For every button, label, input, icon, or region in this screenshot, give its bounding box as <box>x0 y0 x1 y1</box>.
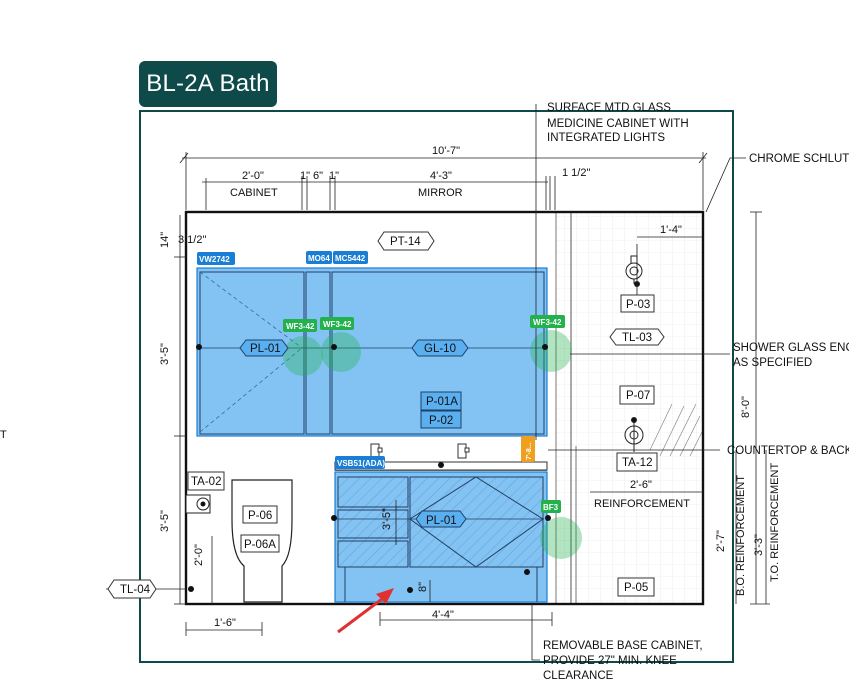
dim-left-lower: 3'-5" <box>159 510 171 532</box>
tag-wf342-c: WF3-42 <box>533 318 562 327</box>
dim-3-half: 3 1/2" <box>178 234 206 246</box>
tag-pt14-shape <box>377 231 435 251</box>
tag-p05: P-05 <box>624 582 648 594</box>
dim-d1-6: 1'-6" <box>214 617 236 629</box>
dim-d3-3: 3'-3" <box>753 534 765 556</box>
tag-wf342-a: WF3-42 <box>286 322 315 331</box>
tag-gl10: GL-10 <box>424 343 456 355</box>
tag-tl03: TL-03 <box>622 332 652 344</box>
tag-p03: P-03 <box>626 299 650 311</box>
label-to-reinforcement: T.O. REINFORCEMENT <box>769 463 781 582</box>
tag-p07: P-07 <box>626 390 650 402</box>
margin-mark: T <box>0 429 7 441</box>
faucet-right <box>457 443 470 459</box>
dim-left-upper: 3'-5" <box>159 343 171 365</box>
dim-d8-0: 8'-0" <box>740 396 752 418</box>
dim-d1-4: 1'-4" <box>660 224 682 236</box>
dim-d2-6: 2'-6" <box>630 479 652 491</box>
tag-p06: P-06 <box>248 510 272 522</box>
dim-1in: 1" <box>300 170 310 182</box>
red-arrow <box>337 588 394 634</box>
shower-glass-hatch <box>649 403 703 457</box>
shower-valve <box>624 417 644 452</box>
callout-base-1: REMOVABLE BASE CABINET, <box>543 640 703 652</box>
tag-pl01-upper: PL-01 <box>250 343 281 355</box>
tag-pt14: PT-14 <box>390 236 421 248</box>
dim-14in: 14" <box>159 232 171 248</box>
callout-medicine-3: INTEGRATED LIGHTS <box>547 132 665 144</box>
tag-ta12: TA-12 <box>622 457 652 469</box>
tag-wf342-b: WF3-42 <box>323 320 352 329</box>
tag-mo64: MO64 <box>308 254 330 263</box>
tag-ta02: TA-02 <box>191 476 221 488</box>
fixture-zones <box>283 330 582 559</box>
sheet-title-badge: BL-2A Bath <box>139 61 277 107</box>
dimension-lines <box>174 152 770 636</box>
callout-chrome: CHROME SCHLUTE <box>749 153 849 165</box>
vanity-wall-cabinet <box>199 271 305 435</box>
tag-tl04: TL-04 <box>120 584 151 596</box>
dim-overall: 10'-7" <box>432 145 460 157</box>
dim-8in: 8" <box>417 582 429 592</box>
tag-p01a: P-01A <box>426 396 458 408</box>
room-outline <box>184 210 705 606</box>
callout-medicine-2: MEDICINE CABINET WITH <box>547 118 689 130</box>
dim-d4-4: 4'-4" <box>432 609 454 621</box>
label-mirror: MIRROR <box>418 187 463 199</box>
tag-bf3: BF3 <box>543 503 559 512</box>
dim-vanity-height: 3'-5" <box>381 508 393 530</box>
callout-shower-1: SHOWER GLASS ENCL <box>733 342 849 354</box>
dim-d2-0: 2'-0" <box>193 544 205 566</box>
callout-shower-2: AS SPECIFIED <box>733 357 812 369</box>
mirror-panel <box>331 271 545 435</box>
callout-base-2: PROVIDE 27" MIN. KNEE <box>543 655 677 667</box>
label-reinforcement: REINFORCEMENT <box>594 498 690 510</box>
label-bo-reinforcement: B.O. REINFORCEMENT <box>735 475 747 596</box>
dim-1in-b: 1" <box>329 170 339 182</box>
callout-countertop: COUNTERTOP & BACKS <box>727 445 849 457</box>
dim-1-half: 1 1/2" <box>562 167 590 179</box>
tag-p02: P-02 <box>429 415 453 427</box>
mirror-cabinet-mo64 <box>305 271 331 435</box>
label-cabinet: CABINET <box>230 187 278 199</box>
tag-orange: 7'-8... <box>526 442 533 460</box>
dim-d2-7: 2'-7" <box>715 530 727 552</box>
callout-medicine-1: SURFACE MTD GLASS <box>547 102 671 114</box>
tag-pl01-lower: PL-01 <box>426 515 457 527</box>
tag-mc5442: MC5442 <box>335 254 366 263</box>
dim-mirror-width: 4'-3" <box>430 170 452 182</box>
shower-head <box>625 255 643 287</box>
callout-base-3: CLEARANCE <box>543 670 614 682</box>
tag-vsb51: VSB51(ADA) <box>337 459 385 468</box>
faucet-left <box>370 443 383 459</box>
sheet-frame <box>139 110 734 663</box>
tag-vw2742: VW2742 <box>199 255 230 264</box>
tag-p06a: P-06A <box>244 539 276 551</box>
dim-6in: 6" <box>313 170 323 182</box>
tp-holder <box>185 494 211 514</box>
dim-cabinet-width: 2'-0" <box>242 170 264 182</box>
